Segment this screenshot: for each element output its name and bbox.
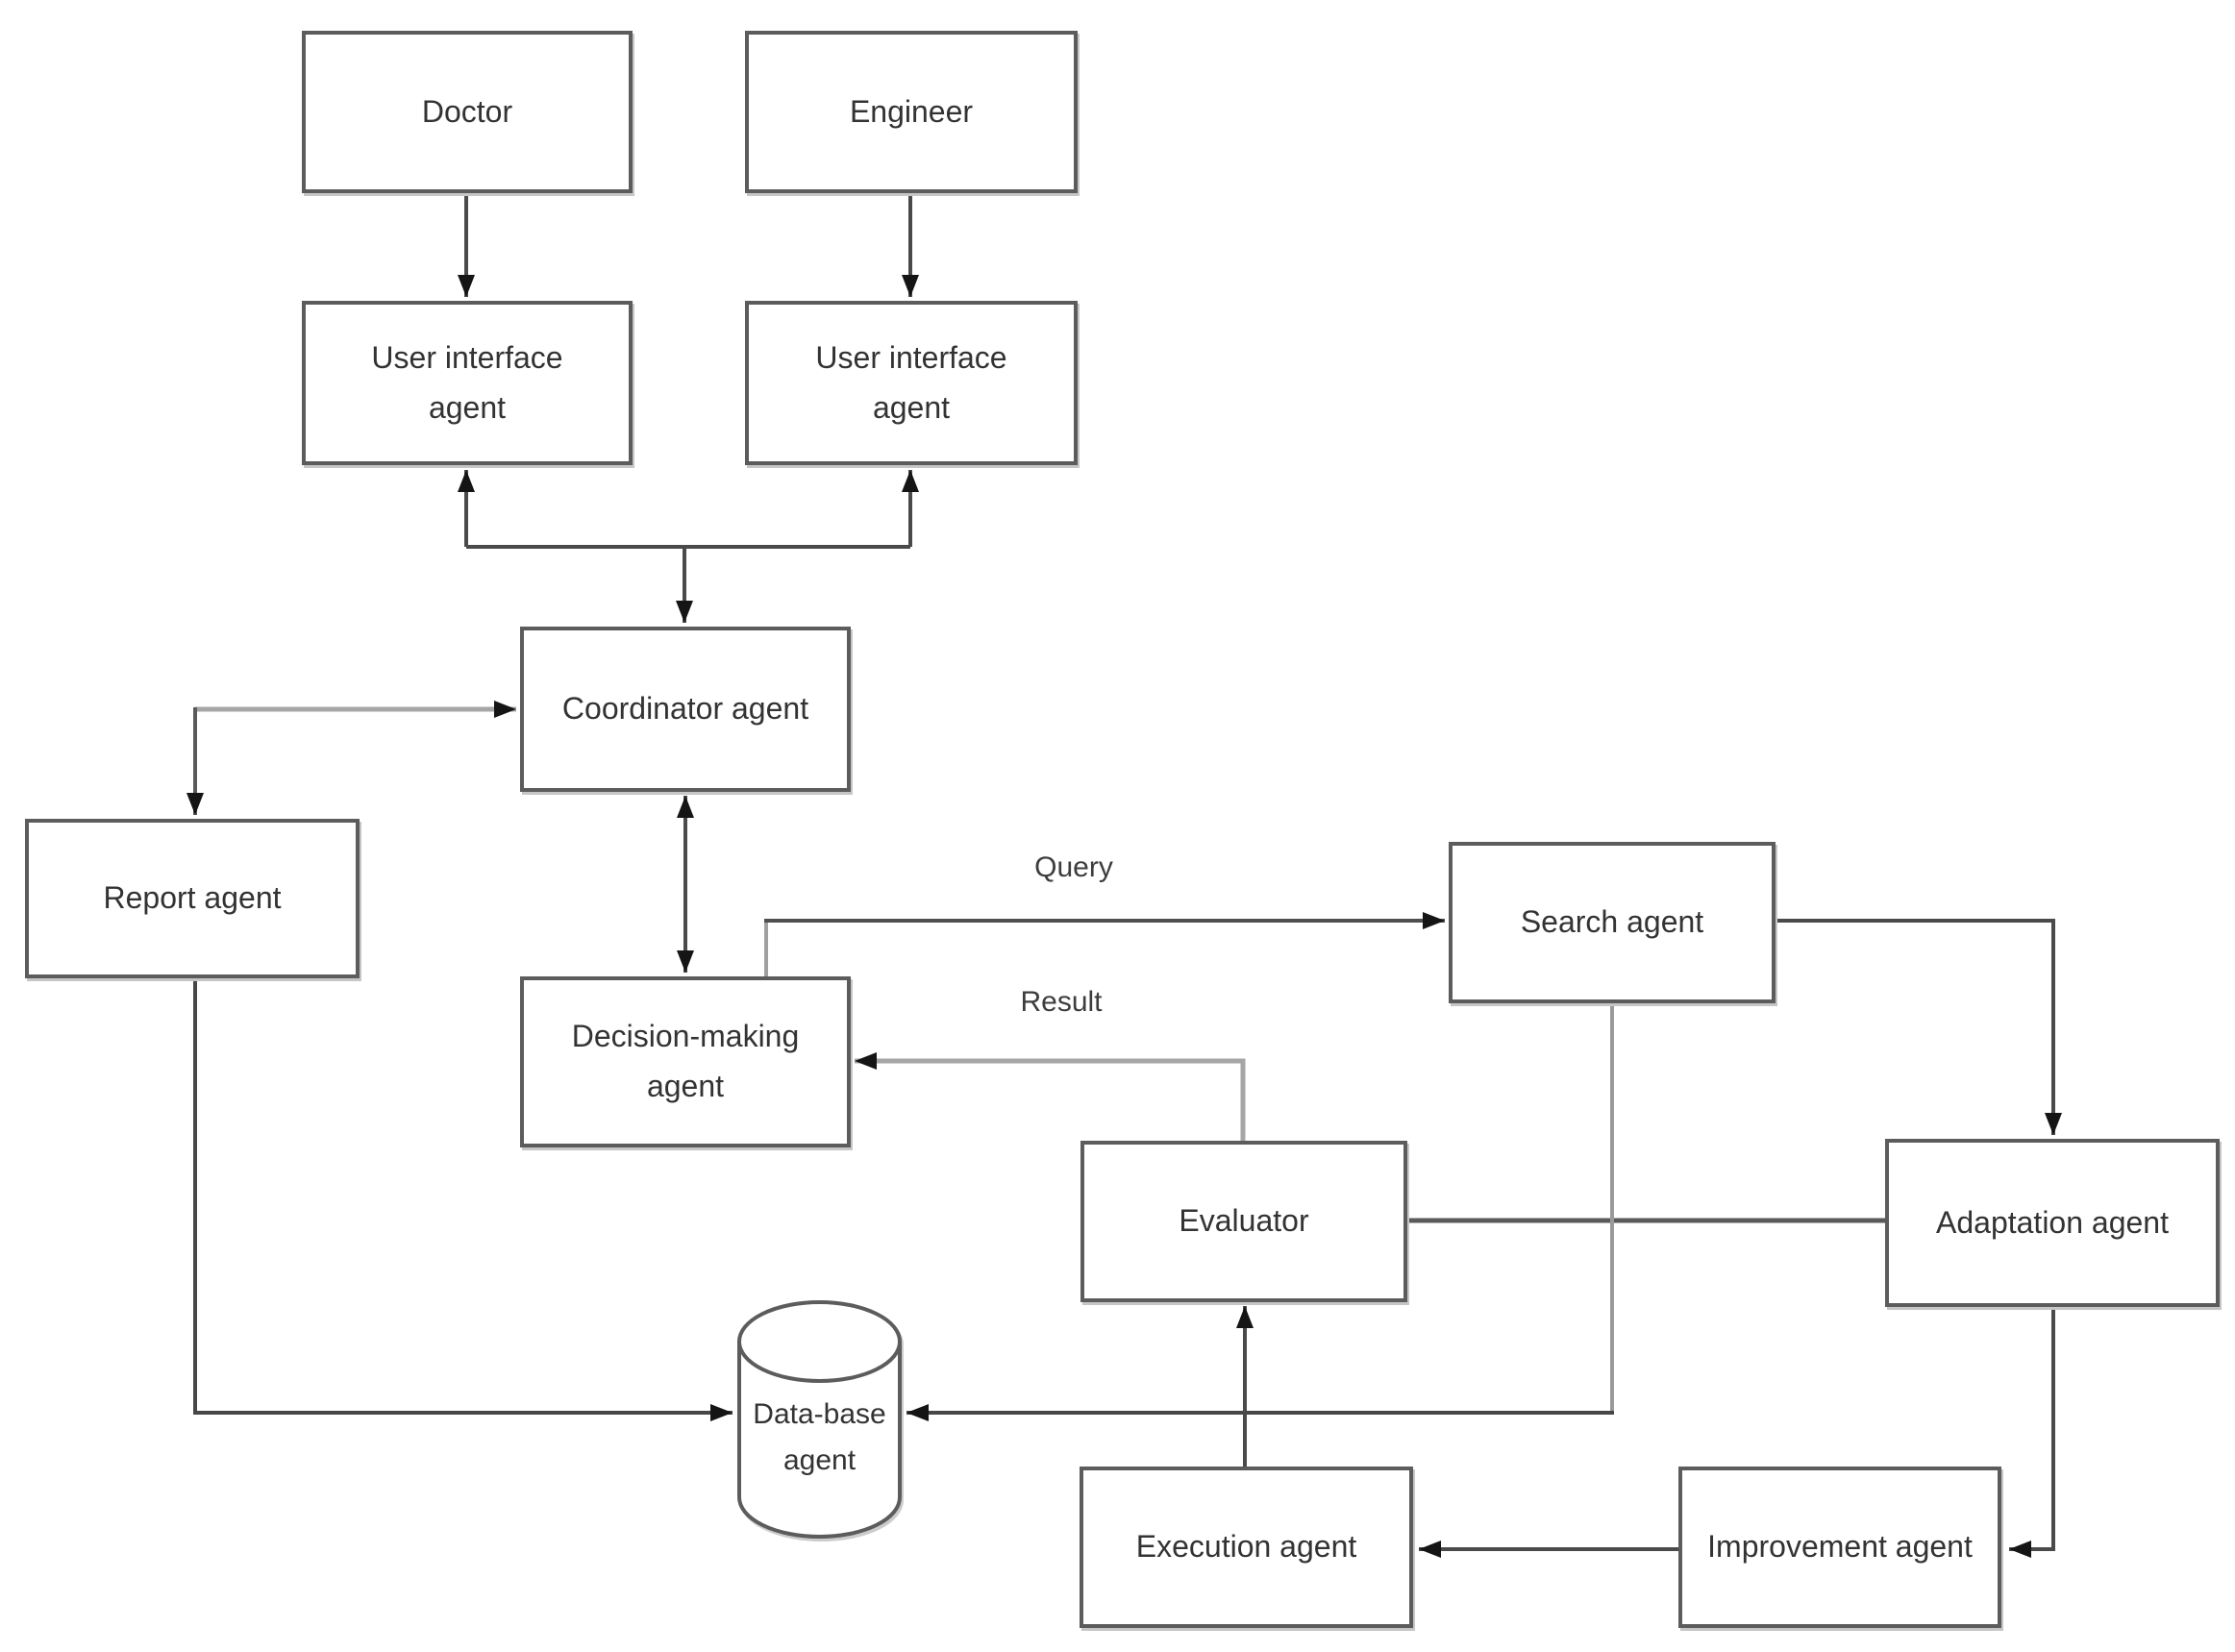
database-cylinder-icon bbox=[737, 1300, 902, 1539]
node-improvement-label: Improvement agent bbox=[1707, 1529, 1973, 1565]
node-decision-label: Decision-making agent bbox=[571, 1019, 800, 1103]
node-search-label: Search agent bbox=[1520, 904, 1704, 940]
node-database-label: Data-base agent bbox=[753, 1398, 886, 1476]
node-improvement-agent: Improvement agent bbox=[1678, 1467, 2001, 1628]
node-execution-label: Execution agent bbox=[1135, 1529, 1357, 1565]
edge-search-to-adaptation bbox=[1776, 919, 2062, 1135]
node-user-interface-agent-engineer: User interface agent bbox=[745, 301, 1078, 465]
node-decision-making-agent: Decision-making agent bbox=[520, 976, 851, 1147]
node-ui-agent-doctor-label: User interface agent bbox=[371, 339, 563, 425]
node-coordinator-agent: Coordinator agent bbox=[520, 627, 851, 792]
node-user-interface-agent-doctor: User interface agent bbox=[302, 301, 633, 465]
edge-adaptation-to-improvement bbox=[2009, 1307, 2055, 1558]
node-coordinator-label: Coordinator agent bbox=[561, 691, 809, 727]
node-evaluator: Evaluator bbox=[1080, 1141, 1407, 1302]
node-adaptation-label: Adaptation agent bbox=[1936, 1204, 2169, 1240]
node-database-agent: Data-base agent bbox=[736, 1299, 903, 1540]
node-adaptation-agent: Adaptation agent bbox=[1885, 1139, 2220, 1307]
edge-label-result: Result bbox=[1020, 986, 1103, 1018]
node-doctor-label: Doctor bbox=[421, 93, 513, 129]
node-engineer-label: Engineer bbox=[849, 93, 974, 129]
node-evaluator-label: Evaluator bbox=[1179, 1203, 1309, 1239]
node-doctor: Doctor bbox=[302, 31, 633, 193]
node-search-agent: Search agent bbox=[1449, 842, 1776, 1003]
edge-label-query: Query bbox=[1034, 851, 1113, 883]
node-execution-agent: Execution agent bbox=[1080, 1467, 1413, 1628]
node-ui-agent-engineer-label: User interface agent bbox=[815, 339, 1007, 425]
node-report-agent: Report agent bbox=[25, 819, 360, 978]
edge-evaluator-to-decision bbox=[855, 1052, 1246, 1141]
node-report-label: Report agent bbox=[103, 880, 282, 916]
node-engineer: Engineer bbox=[745, 31, 1078, 193]
